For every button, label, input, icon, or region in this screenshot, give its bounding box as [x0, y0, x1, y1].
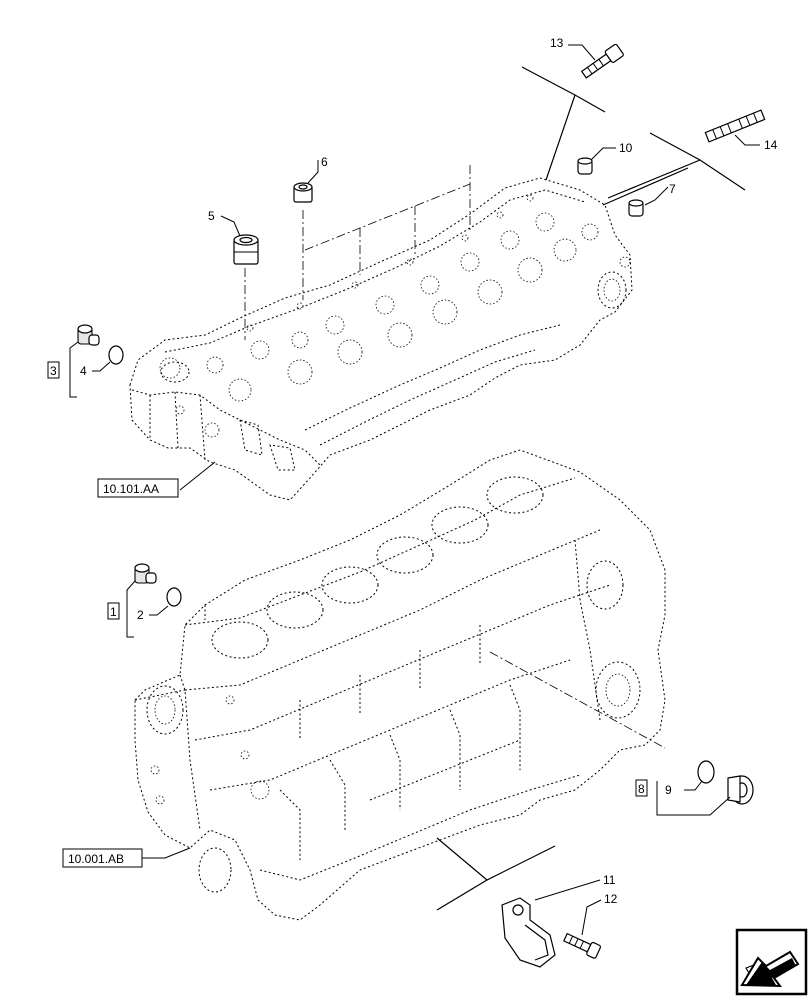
cylinder-head	[129, 177, 633, 501]
callout-9: 9	[665, 783, 672, 797]
reference-engine-block-label[interactable]: 10.001.AB	[68, 852, 124, 866]
reference-cylinder-head-label[interactable]: 10.101.AA	[103, 482, 159, 496]
leader-lines	[69, 44, 760, 936]
part-7-dowel	[628, 199, 644, 217]
part-14-stud	[704, 109, 766, 143]
callout-2: 2	[137, 608, 144, 622]
callout-6: 6	[321, 155, 328, 169]
break-lines	[436, 66, 746, 911]
callout-12: 12	[604, 892, 618, 906]
part-11-bracket	[501, 897, 556, 968]
install-lines	[244, 165, 666, 749]
callout-1: 1	[110, 605, 117, 619]
part-1-plug	[134, 563, 157, 584]
callout-1-box: 1	[107, 602, 120, 620]
part-6-sleeve	[293, 182, 313, 203]
callout-7: 7	[669, 182, 676, 196]
part-3-plug	[77, 324, 100, 346]
callout-10: 10	[619, 141, 633, 155]
callout-4: 4	[80, 364, 87, 378]
callout-13: 13	[550, 36, 564, 50]
callout-8: 8	[638, 782, 645, 796]
callout-14: 14	[764, 138, 778, 152]
part-5-sleeve	[233, 234, 259, 265]
part-2-oring	[166, 587, 182, 607]
arrow-icon[interactable]	[735, 928, 808, 996]
callout-8-box: 8	[635, 779, 648, 797]
part-13-bolt	[580, 43, 624, 79]
part-8-plug	[727, 775, 754, 805]
part-4-oring	[108, 345, 124, 365]
reference-cylinder-head[interactable]: 10.101.AA	[97, 478, 179, 498]
callout-11: 11	[603, 873, 616, 887]
callout-3: 3	[50, 364, 57, 378]
part-9-oring	[697, 760, 715, 784]
callout-3-box: 3	[47, 361, 60, 379]
callout-5: 5	[208, 209, 215, 223]
reference-engine-block[interactable]: 10.001.AB	[62, 848, 143, 868]
part-12-bolt	[563, 932, 602, 959]
engine-block	[134, 449, 666, 921]
part-10-dowel	[577, 157, 593, 175]
